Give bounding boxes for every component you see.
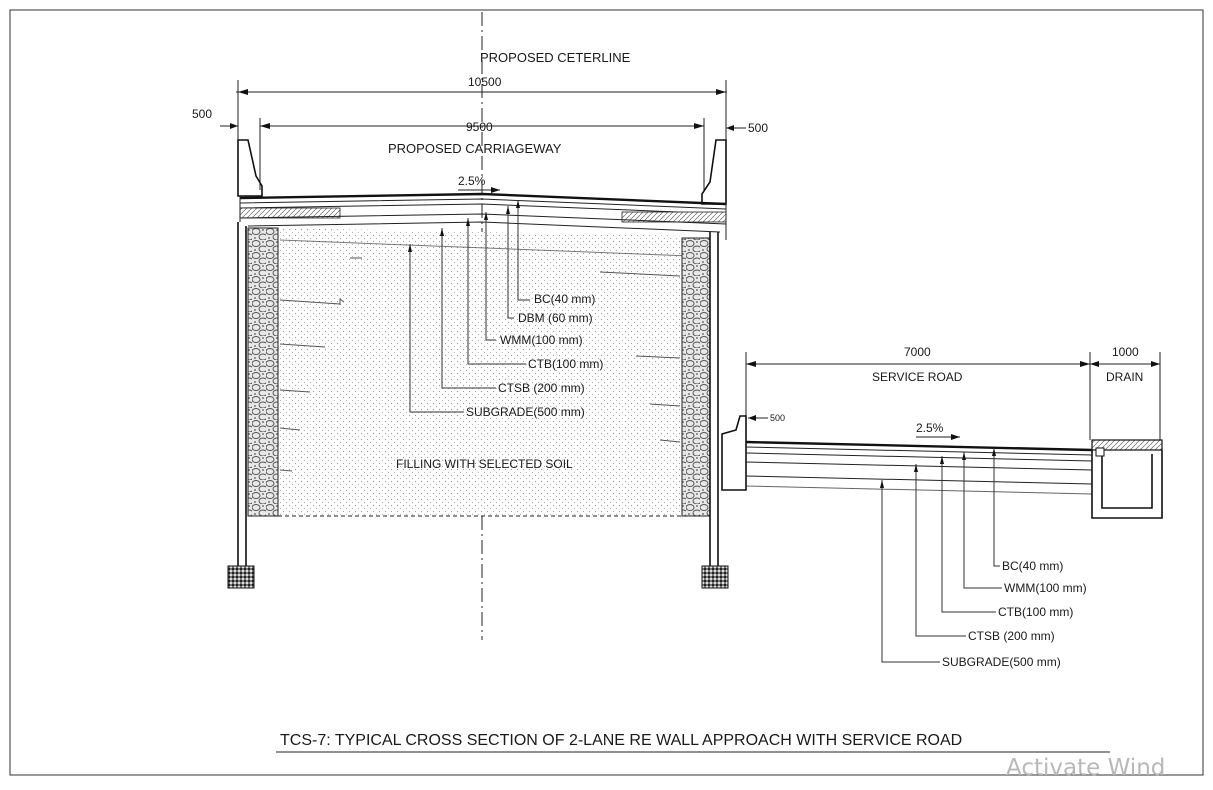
main-layer-bc: BC(40 mm) (534, 292, 595, 306)
service-layer-leaders (880, 448, 1002, 663)
main-layer-dbm: DBM (60 mm) (518, 311, 593, 325)
sheet-border (9, 9, 1204, 776)
right-crash-barrier (701, 139, 727, 205)
right-kerb-dimension: 500 (726, 121, 768, 135)
service-layer-bc: BC(40 mm) (1002, 559, 1063, 573)
svg-text:2.5%: 2.5% (458, 174, 486, 188)
carriageway-label: PROPOSED CARRIAGEWAY (388, 141, 562, 156)
drawing-caption: TCS-7: TYPICAL CROSS SECTION OF 2-LANE R… (280, 732, 962, 749)
main-layer-wmm: WMM(100 mm) (500, 333, 583, 347)
fill-label: FILLING WITH SELECTED SOIL (396, 457, 573, 471)
drain-label: DRAIN (1106, 370, 1143, 384)
service-road-label: SERVICE ROAD (872, 370, 963, 384)
main-layer-leaders (408, 200, 530, 413)
carriageway-dimension: 9500 (259, 118, 705, 190)
service-slope-indicator: 2.5% (916, 421, 960, 440)
overall-width-value: 10500 (468, 75, 502, 89)
left-crash-barrier (237, 139, 263, 197)
left-re-wall (227, 222, 255, 589)
right-re-wall (701, 232, 729, 589)
service-layer-ctsb: CTSB (200 mm) (968, 629, 1055, 643)
left-gravel-column (247, 227, 279, 517)
right-footing (701, 565, 729, 589)
left-footing (227, 565, 255, 589)
service-layer-wmm: WMM(100 mm) (1004, 581, 1087, 595)
drain-box (1091, 439, 1163, 519)
service-layer-ctb: CTB(100 mm) (998, 605, 1073, 619)
activate-windows-watermark: Activate Wind (1006, 755, 1165, 781)
svg-text:500: 500 (770, 413, 785, 423)
main-pavement-layers (239, 192, 727, 240)
svg-text:500: 500 (192, 107, 212, 121)
service-road-width-value: 7000 (904, 345, 931, 359)
right-gravel-column (681, 237, 711, 517)
service-layer-subgrade: SUBGRADE(500 mm) (942, 655, 1061, 669)
left-kerb-dimension: 500 (192, 107, 238, 129)
service-pavement-layers (745, 440, 1093, 495)
drain-width-value: 1000 (1112, 345, 1139, 359)
main-layer-subgrade: SUBGRADE(500 mm) (466, 405, 585, 419)
service-road-dimension: 7000 SERVICE ROAD (745, 345, 1091, 440)
carriageway-width-value: 9500 (466, 120, 493, 134)
main-slope-indicator: 2.5% (458, 174, 500, 193)
service-kerb: 500 (721, 413, 785, 491)
main-layer-ctb: CTB(100 mm) (528, 357, 603, 371)
selected-soil-fill (278, 228, 690, 516)
svg-text:2.5%: 2.5% (916, 421, 944, 435)
svg-text:500: 500 (748, 121, 768, 135)
drain-dimension: 1000 DRAIN (1090, 345, 1161, 440)
main-layer-ctsb: CTSB (200 mm) (498, 381, 585, 395)
centerline-label: PROPOSED CETERLINE (480, 50, 631, 65)
reinforcement-strips (279, 257, 681, 472)
